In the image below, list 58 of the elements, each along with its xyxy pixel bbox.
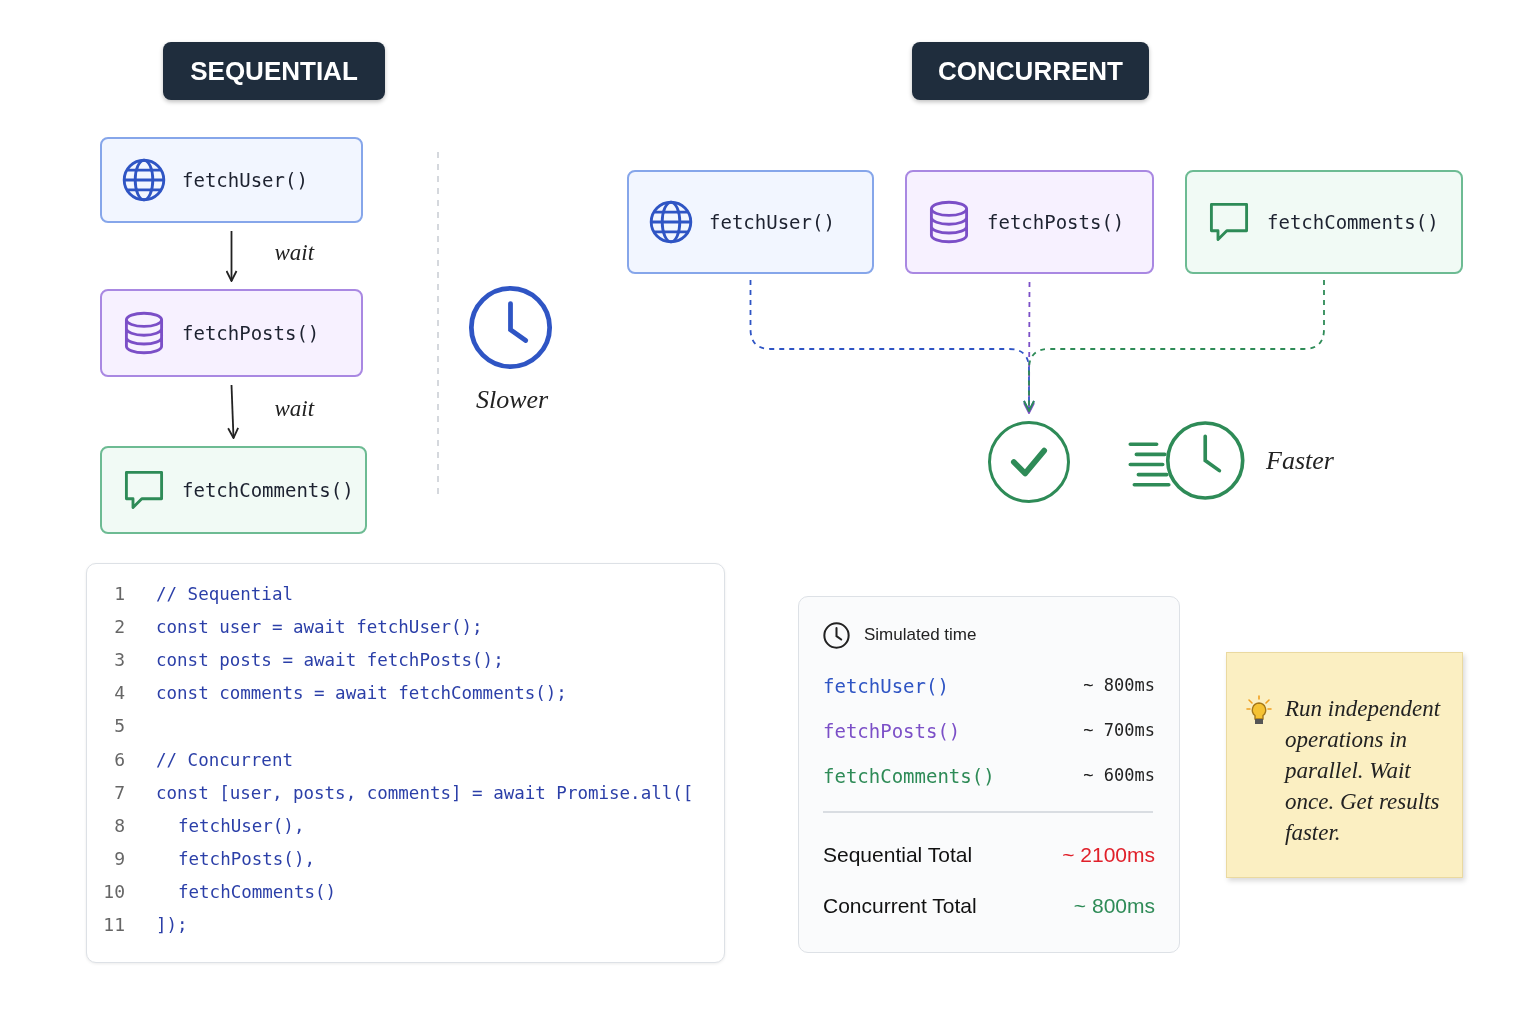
timing-value: ~ 800ms <box>1073 894 1155 918</box>
arrow <box>1023 281 1035 414</box>
sticky-note <box>1226 652 1463 878</box>
note-text: Run independent operations in parallel. Wait once. Get results faster. <box>1285 695 1442 847</box>
panel-title: Simulated time <box>864 625 977 645</box>
code-line: // Concurrent <box>156 749 293 770</box>
line-number: 3 <box>114 649 125 671</box>
timing-value: ~ 700ms <box>1083 720 1155 740</box>
line-number: 2 <box>114 616 125 638</box>
line-number: 11 <box>103 914 125 935</box>
timing-name: fetchUser() <box>823 675 949 697</box>
function-box <box>100 137 363 223</box>
code-line: const user = await fetchUser(); <box>156 617 483 638</box>
code-line: const comments = await fetchComments(); <box>156 683 567 704</box>
header-text: SEQUENTIAL <box>190 55 358 87</box>
arrow <box>227 384 239 439</box>
timing-name: Concurrent Total <box>823 894 977 918</box>
code-line: // Sequential <box>156 584 293 604</box>
code-line: fetchPosts(), <box>178 848 315 869</box>
function-name: fetchUser() <box>709 211 835 233</box>
line-number: 10 <box>103 880 125 902</box>
line-number: 1 <box>114 583 125 604</box>
code-line: const [user, posts, comments] = await Promise.all([ <box>156 782 694 803</box>
timing-value: ~ 600ms <box>1083 765 1155 785</box>
function-box <box>1185 170 1463 274</box>
function-name: fetchComments() <box>182 479 354 501</box>
timing-panel <box>798 596 1180 953</box>
function-name: fetchComments() <box>1267 211 1439 233</box>
caption-text: Faster <box>1266 446 1334 476</box>
function-name: fetchUser() <box>182 169 308 191</box>
function-name: fetchPosts() <box>182 322 320 344</box>
code-line: const posts = await fetchPosts(); <box>156 650 504 671</box>
header-text: CONCURRENT <box>938 55 1123 87</box>
timing-name: Sequential Total <box>823 843 973 867</box>
line-number: 4 <box>114 682 125 704</box>
timing-name: fetchComments() <box>823 765 995 787</box>
code-line: fetchComments() <box>178 881 337 902</box>
line-number: 6 <box>114 748 125 770</box>
function-box <box>627 170 874 274</box>
timing-value: ~ 800ms <box>1083 675 1155 695</box>
section-header <box>163 42 385 100</box>
line-number: 9 <box>114 847 125 869</box>
function-box <box>100 446 367 534</box>
arrow <box>225 230 238 282</box>
line-number: 7 <box>114 781 125 803</box>
arrow <box>1023 279 1325 412</box>
caption-text: Slower <box>476 385 549 415</box>
line-number: 5 <box>114 715 125 737</box>
function-name: fetchPosts() <box>987 211 1125 233</box>
section-header <box>912 42 1149 100</box>
code-panel <box>86 563 725 963</box>
function-box <box>905 170 1154 274</box>
function-box <box>100 289 363 377</box>
timing-value: ~ 2100ms <box>1062 843 1155 867</box>
timing-name: fetchPosts() <box>823 720 961 742</box>
code-line: fetchUser(), <box>178 815 305 836</box>
code-line: ]); <box>156 915 188 935</box>
line-number: 8 <box>114 814 125 836</box>
